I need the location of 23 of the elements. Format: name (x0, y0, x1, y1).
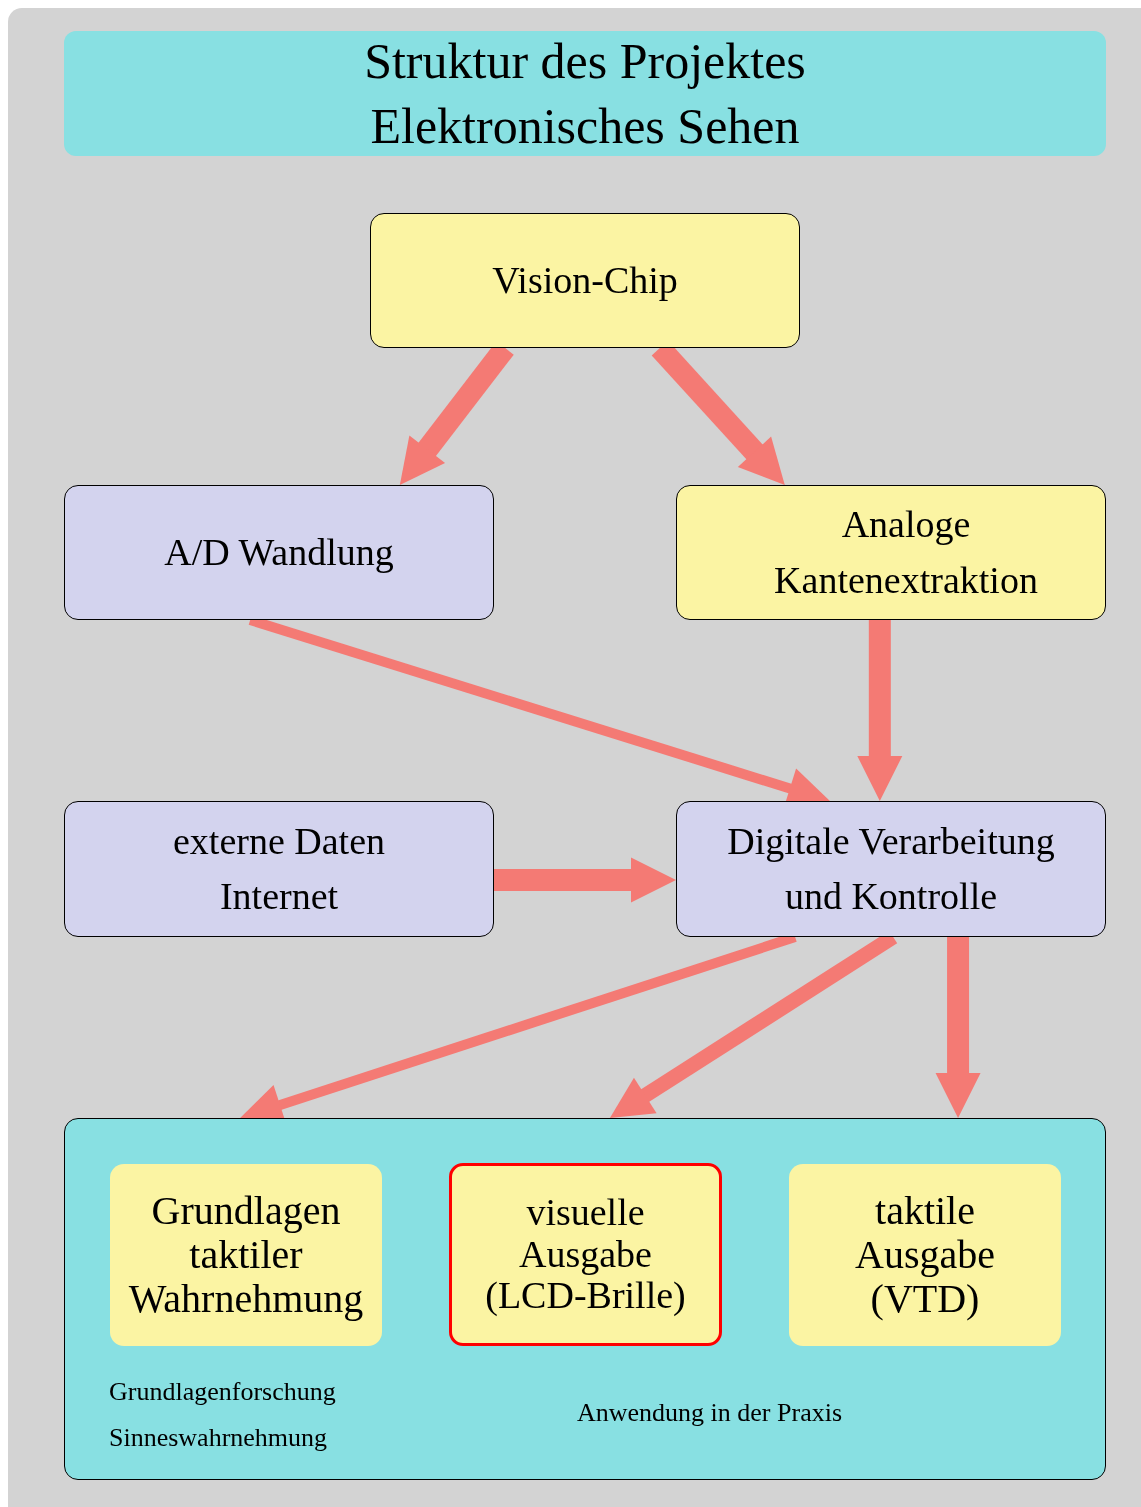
process-box (789, 1164, 1061, 1346)
panel-caption: Grundlagenforschung Sinneswahrnehmung (109, 1376, 337, 1454)
box-label: Analoge Kantenextraktion (773, 502, 1039, 603)
process-box (676, 801, 1106, 937)
process-box (449, 1163, 722, 1346)
process-box (64, 485, 494, 620)
arrow (494, 857, 676, 903)
process-box (676, 485, 1106, 620)
box-label: externe Daten Internet (171, 818, 386, 919)
group-panel (64, 1118, 1106, 1480)
box-label: visuelle Ausgabe (LCD-Brille) (484, 1191, 687, 1318)
process-box (110, 1164, 382, 1346)
title: Struktur des Projektes Elektronisches Sehen (363, 31, 807, 156)
arrow (857, 620, 903, 801)
process-box (64, 801, 494, 937)
panel-caption: Anwendung in der Praxis (577, 1397, 843, 1429)
box-label: Grundlagen taktiler Wahrnehmung (127, 1189, 365, 1321)
box-label: taktile Ausgabe (VTD) (854, 1189, 996, 1321)
box-label: Vision-Chip (492, 257, 678, 303)
process-box (370, 213, 800, 348)
box-label: A/D Wandlung (164, 529, 394, 575)
box-label: Digitale Verarbeitung und Kontrolle (726, 818, 1056, 919)
arrow (935, 937, 981, 1118)
